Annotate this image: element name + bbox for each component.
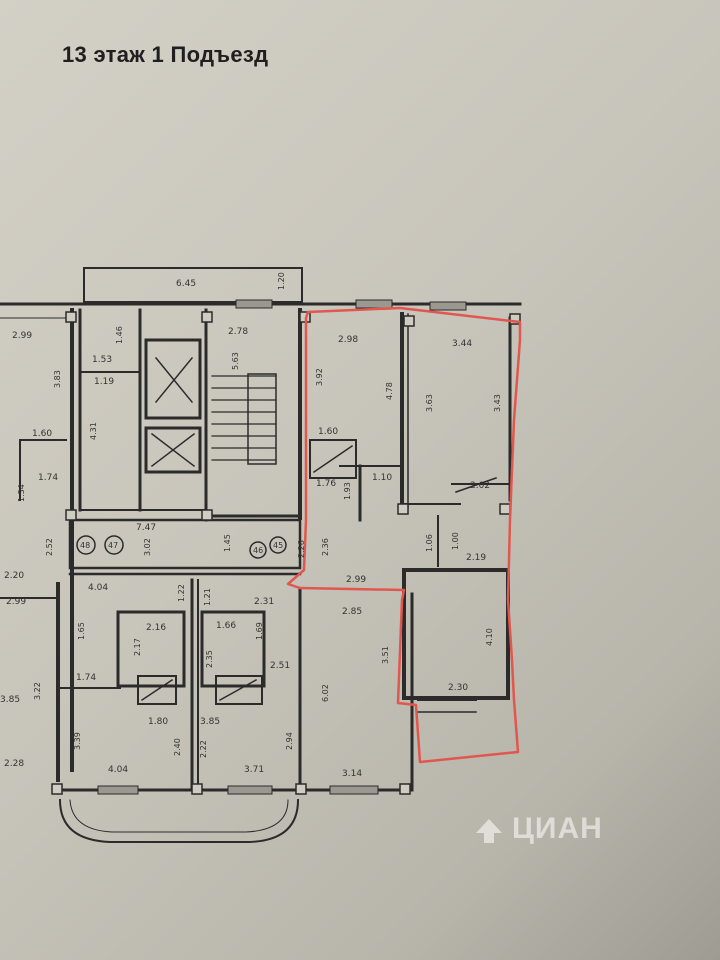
lift-label-48: 48 xyxy=(80,541,90,550)
dim-far-left-c: 3.85 xyxy=(0,695,20,705)
dim-bath2-c: 3.85 xyxy=(200,717,220,727)
dim-hl-hall-w: 2.02 xyxy=(470,481,490,491)
dim-hl-bath-h: 1.93 xyxy=(343,482,352,500)
dim-hl-room2-h2: 3.43 xyxy=(493,394,502,412)
dim-stair-w: 2.78 xyxy=(228,327,248,337)
lift-marker-45 xyxy=(269,536,287,554)
dim-shaft-w: 1.46 xyxy=(115,326,124,344)
dim-kitchen3-d: 6.02 xyxy=(321,684,330,702)
dim-stair-h: 5.63 xyxy=(231,352,240,370)
dim-bath1-b: 1.74 xyxy=(76,673,96,683)
page-title: 13 этаж 1 Подъезд xyxy=(62,42,269,67)
lift-shaft-2 xyxy=(144,426,202,474)
bathroom-2 xyxy=(200,610,266,688)
dim-room-ll-h: 3.39 xyxy=(73,732,82,750)
dim-lift-hall-h: 4.31 xyxy=(89,422,98,440)
dim-kitchen3-b: 3.14 xyxy=(342,769,362,779)
dim-left-room-w: 2.99 xyxy=(12,331,32,341)
dim-far-left-d: 2.28 xyxy=(4,759,24,769)
dim-room-lr-h: 2.22 xyxy=(199,740,208,758)
dim-hl-wall-h: 4.78 xyxy=(385,382,394,400)
lift-label-46: 46 xyxy=(253,546,263,555)
dim-hl-corridor-h: 2.36 xyxy=(321,538,330,556)
dim-hl-step: 1.10 xyxy=(372,473,392,483)
dim-bath2-a: 1.69 xyxy=(255,622,264,640)
dim-bath1-h: 2.17 xyxy=(133,638,142,656)
cian-logo-icon xyxy=(472,813,506,847)
dim-hl-bath-w: 1.60 xyxy=(318,427,338,437)
dim-bath2-b: 2.51 xyxy=(270,661,290,671)
stair-flight xyxy=(211,373,277,465)
dim-bath-upper-h: 1.22 xyxy=(177,584,186,602)
dim-kitchen3-w: 2.85 xyxy=(342,607,362,617)
dim-corridor-below: 4.04 xyxy=(88,583,108,593)
dim-shaft-a: 2.26 xyxy=(297,540,306,558)
dim-hl-kitchen-w: 2.30 xyxy=(448,683,468,693)
dim-bath1-c: 1.80 xyxy=(148,717,168,727)
walls xyxy=(0,267,522,843)
lift-label-45: 45 xyxy=(273,541,283,550)
lift-marker-48 xyxy=(76,535,96,555)
dim-bath2-w: 1.66 xyxy=(216,621,236,631)
dim-kitchen3-h: 3.51 xyxy=(381,646,390,664)
dim-room-ll-w: 4.04 xyxy=(108,765,128,775)
dim-hl-room-h: 3.92 xyxy=(315,368,324,386)
dimension-labels: 6.45 1.20 2.99 3.83 1.46 1.53 1.19 4.31 … xyxy=(0,272,502,779)
dim-corridor-h: 2.52 xyxy=(45,538,54,556)
lift-shaft-1 xyxy=(144,338,202,420)
dim-wc-h: 1.19 xyxy=(94,377,114,387)
dim-hall-left-d: 1.34 xyxy=(17,484,26,502)
highlight-kitchen xyxy=(402,568,510,700)
dim-left-bottom-w: 2.20 xyxy=(4,571,24,581)
dim-hl-corridor-w: 2.99 xyxy=(346,575,366,585)
dim-hall-left-h: 1.74 xyxy=(38,473,58,483)
dim-left-bottom-x: 2.99 xyxy=(6,597,26,607)
top-balcony xyxy=(83,267,303,303)
dim-wc-w: 1.53 xyxy=(92,355,112,365)
dim-hl-room2-h: 3.63 xyxy=(425,394,434,412)
dim-room-lr-w: 3.71 xyxy=(244,765,264,775)
dim-hl-hall-a: 1.06 xyxy=(425,534,434,552)
dim-hl-hall-c: 2.19 xyxy=(466,553,486,563)
dim-apt-corr-w: 2.31 xyxy=(254,597,274,607)
watermark-text: ЦИАН xyxy=(512,812,603,845)
lift-marker-46 xyxy=(249,541,267,559)
dim-hl-bath-b: 1.76 xyxy=(316,479,336,489)
apartment-highlight-outline xyxy=(286,306,522,764)
dim-hall-left-w: 1.60 xyxy=(32,429,52,439)
dim-balcony-depth: 1.20 xyxy=(277,272,286,290)
bay-balcony xyxy=(58,798,300,843)
bathroom-1 xyxy=(116,610,186,688)
dim-bath1-x: 1.65 xyxy=(77,622,86,640)
lift-label-47: 47 xyxy=(108,541,118,550)
highlight-bathroom xyxy=(309,439,357,479)
dim-room-ll-x: 2.40 xyxy=(173,738,182,756)
dim-corridor-d: 3.02 xyxy=(143,538,152,556)
dim-far-left-b: 3.22 xyxy=(33,682,42,700)
watermark: ЦИАН xyxy=(472,812,642,856)
dim-bath2-h: 2.35 xyxy=(205,650,214,668)
dim-hl-kitchen-h: 4.10 xyxy=(485,628,494,646)
dim-hl-room-w: 2.98 xyxy=(338,335,358,345)
dim-corridor-w: 7.47 xyxy=(136,523,156,533)
dim-bath1-w: 2.16 xyxy=(146,623,166,633)
dim-hl-hall-b: 1.00 xyxy=(451,532,460,550)
dim-balcony-top: 6.45 xyxy=(176,279,196,289)
corridor xyxy=(68,518,302,570)
dim-corridor-x: 1.45 xyxy=(223,534,232,552)
dim-room-lr-x: 2.94 xyxy=(285,732,294,750)
lift-marker-47 xyxy=(104,535,124,555)
dim-bath-upper-h2: 1.21 xyxy=(203,588,212,606)
dim-hl-room2-w: 3.44 xyxy=(452,339,472,349)
dim-left-room-h: 3.83 xyxy=(53,370,62,388)
